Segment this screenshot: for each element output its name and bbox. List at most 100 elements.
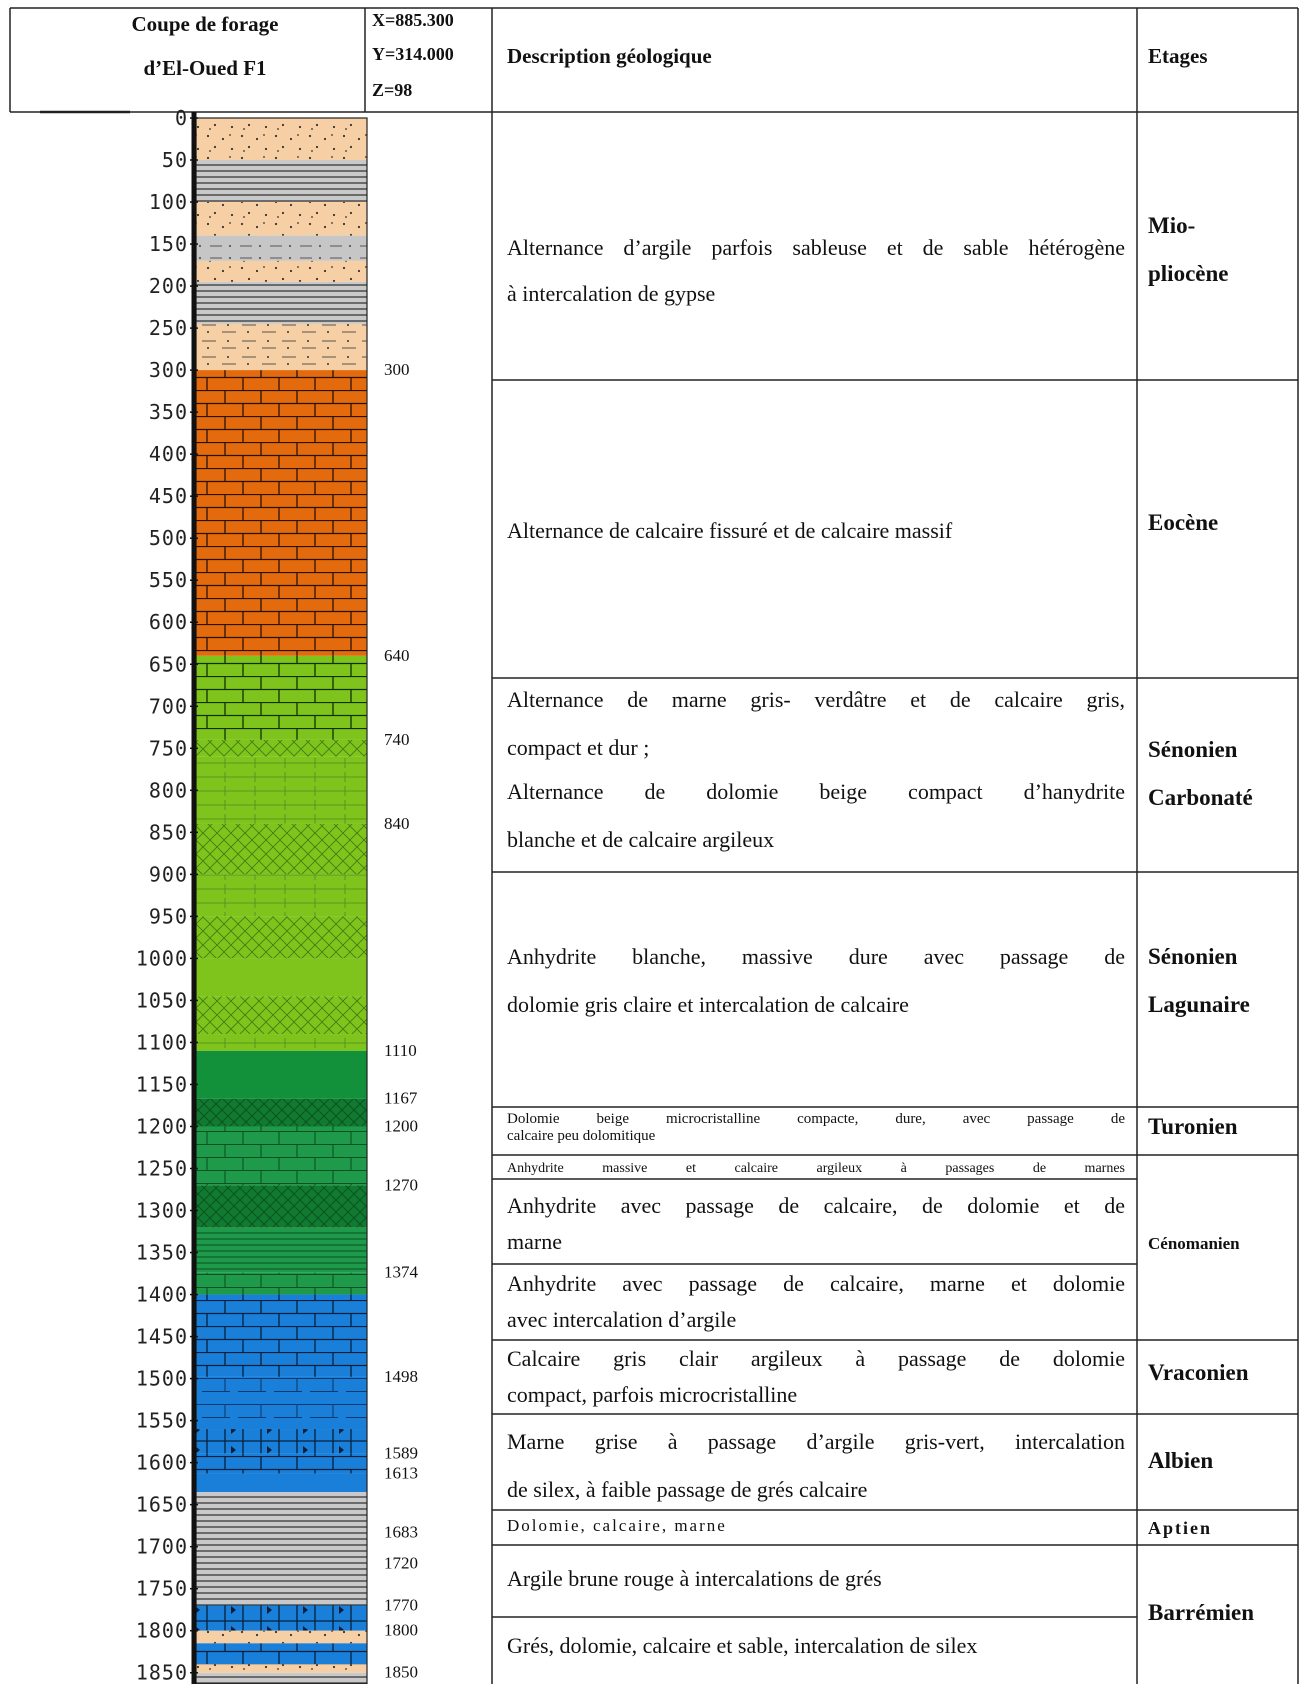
- description-cenomanien-1: Anhydrite massive et calcaire argileux à…: [507, 1161, 1125, 1176]
- lithology-layer-1374-1400: [196, 1272, 367, 1295]
- description-senonien-carbonate-2: Alternance de dolomie beige compact d’ha…: [507, 779, 1125, 852]
- depth-tick-label: 1100: [136, 1030, 188, 1054]
- depth-tick-label: 500: [149, 526, 188, 550]
- etage-aptien: Aptien: [1148, 1518, 1213, 1538]
- lithology-layer-0-50: [196, 118, 367, 161]
- boundary-depth-label: 1498: [384, 1367, 418, 1386]
- description-albien: Marne grise à passage d’argile gris-vert…: [507, 1429, 1125, 1502]
- lithology-layer-1167-1200: [196, 1098, 367, 1127]
- lithology-layer-760-840: [196, 756, 367, 824]
- description-senonien-lagunaire: Anhydrite blanche, massive dure avec pas…: [507, 944, 1125, 1017]
- coord-x: X=885.300: [372, 10, 454, 30]
- depth-tick-label: 1500: [136, 1367, 188, 1391]
- lithology-layer-1613-1635: [196, 1473, 367, 1493]
- depth-tick-label: 1600: [136, 1451, 188, 1475]
- lithology-layer-1320-1374: [196, 1227, 367, 1273]
- boundary-depth-label: 1683: [384, 1522, 418, 1541]
- depth-tick-label: 550: [149, 568, 188, 592]
- title-line-2: d’El-Oued F1: [143, 56, 267, 80]
- lithology-layer-1090-1110: [196, 1034, 367, 1051]
- lithology-layer-1815-1840: [196, 1643, 367, 1665]
- depth-tick-label: 1200: [136, 1114, 188, 1138]
- boundary-depth-label: 1850: [384, 1663, 418, 1682]
- description-cenomanien-2: Anhydrite avec passage de calcaire, de d…: [507, 1193, 1125, 1254]
- depth-tick-label: 1000: [136, 946, 188, 970]
- depth-tick-label: 1450: [136, 1325, 188, 1349]
- etages-column-header: Etages: [1148, 44, 1208, 68]
- lithology-layer-1045-1090: [196, 996, 367, 1035]
- lithology-layer-1400-1498: [196, 1294, 367, 1377]
- boundary-depth-label: 1720: [384, 1553, 418, 1572]
- lithology-layer-1635-1770: [196, 1492, 367, 1606]
- depth-tick-label: 750: [149, 736, 188, 760]
- boundary-depth-label: 1200: [384, 1116, 418, 1135]
- boundary-depth-label: 1167: [384, 1089, 418, 1108]
- description-barremien-2: Grés, dolomie, calcaire et sable, interc…: [507, 1633, 978, 1658]
- etage-barremien: Barrémien: [1148, 1600, 1255, 1625]
- depth-tick-label: 150: [149, 232, 188, 256]
- lithology-layer-1110-1167: [196, 1050, 367, 1099]
- lithology-layer-1770-1800: [196, 1605, 367, 1631]
- description-mio-pliocene: Alternance d’argile parfois sableuse et …: [507, 235, 1125, 306]
- depth-tick-label: 1850: [136, 1661, 188, 1684]
- lithology-layer-1840-1850: [196, 1664, 367, 1673]
- depth-tick-label: 600: [149, 610, 188, 634]
- lithology-layer-1000-1045: [196, 958, 367, 997]
- boundary-depth-label: 1374: [384, 1263, 419, 1282]
- lithology-layer-140-170: [196, 235, 367, 261]
- table-frame: [9, 7, 1299, 1684]
- lithology-layer-100-140: [196, 202, 367, 236]
- etage-turonien: Turonien: [1148, 1114, 1238, 1139]
- description-vraconien: Calcaire gris clair argileux à passage d…: [507, 1346, 1125, 1407]
- depth-tick-label: 850: [149, 820, 188, 844]
- depth-tick-label: 250: [149, 316, 188, 340]
- depth-tick-label: 1800: [136, 1619, 188, 1643]
- lithology-layer-840-900: [196, 823, 367, 875]
- boundary-depth-label: 1770: [384, 1596, 418, 1615]
- depth-tick-label: 1250: [136, 1157, 188, 1181]
- depth-tick-label: 950: [149, 904, 188, 928]
- boundary-depth-label: 840: [384, 814, 410, 833]
- description-aptien: Dolomie, calcaire, marne: [507, 1516, 727, 1535]
- depth-tick-label: 1050: [136, 988, 188, 1012]
- etage-cenomanien: Cénomanien: [1148, 1234, 1240, 1253]
- depth-tick-label: 200: [149, 274, 188, 298]
- lithology-layer-640-740: [196, 655, 367, 740]
- description-barremien-1: Argile brune rouge à intercalations de g…: [507, 1566, 882, 1591]
- boundary-depth-label: 740: [384, 730, 410, 749]
- boundary-depth-label: 1613: [384, 1464, 418, 1483]
- depth-tick-label: 400: [149, 442, 188, 466]
- depth-tick-label: 1550: [136, 1409, 188, 1433]
- boundary-depth-label: 1589: [384, 1443, 418, 1462]
- depth-tick-label: 900: [149, 862, 188, 886]
- lithology-layer-1589-1613: [196, 1453, 367, 1474]
- depth-tick-label: 800: [149, 778, 188, 802]
- lithology-layer-300-640: [196, 370, 367, 656]
- depth-tick-label: 0: [175, 106, 188, 130]
- etage-mio-pliocene: Mio-pliocène: [1148, 213, 1229, 286]
- etage-eocene: Eocène: [1148, 510, 1219, 535]
- description-senonien-carbonate-1: Alternance de marne gris- verdâtre et de…: [507, 687, 1125, 760]
- lithology-layer-50-100: [196, 160, 367, 203]
- depth-tick-label: 350: [149, 400, 188, 424]
- lithology-layer-1800-1815: [196, 1630, 367, 1644]
- boundary-depth-label: 1800: [384, 1621, 418, 1640]
- depth-tick-label: 1650: [136, 1493, 188, 1517]
- depth-tick-label: 1350: [136, 1241, 188, 1265]
- coord-y: Y=314.000: [372, 44, 454, 64]
- depth-tick-label: 1300: [136, 1199, 188, 1223]
- lithology-layer-1200-1270: [196, 1126, 367, 1186]
- depth-tick-label: 50: [162, 148, 188, 172]
- lithology-layer-1270-1320: [196, 1185, 367, 1228]
- lithology-layer-1498-1560: [196, 1376, 367, 1430]
- title-line-1: Coupe de forage: [131, 12, 279, 36]
- coord-z: Z=98: [372, 80, 413, 100]
- description-cenomanien-3: Anhydrite avec passage de calcaire, marn…: [507, 1271, 1125, 1332]
- boundary-depths: 3006407408401110116712001270137414981589…: [384, 360, 419, 1682]
- boundary-depth-label: 640: [384, 646, 410, 665]
- depth-tick-label: 1150: [136, 1072, 188, 1096]
- depth-tick-label: 1750: [136, 1577, 188, 1601]
